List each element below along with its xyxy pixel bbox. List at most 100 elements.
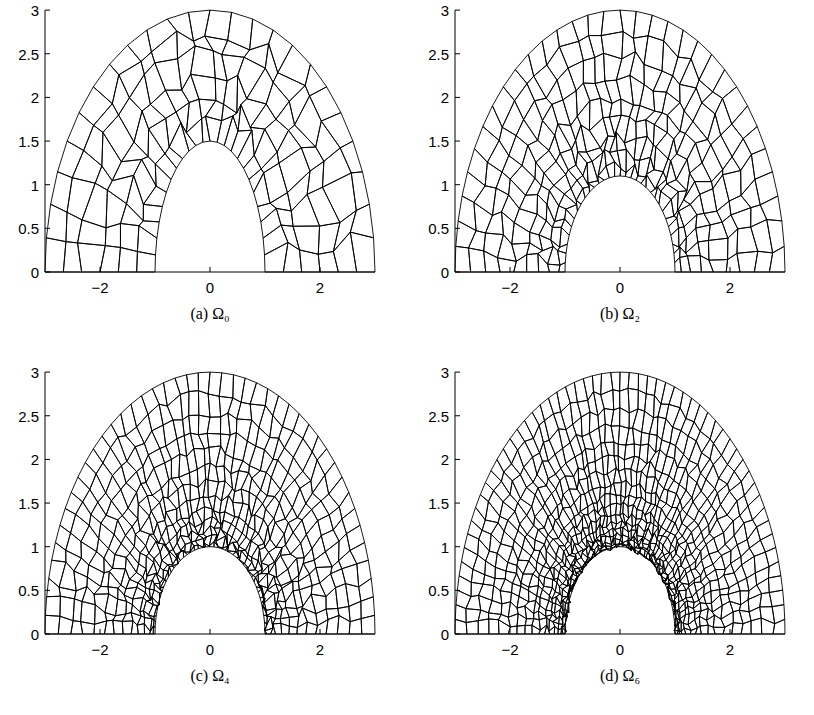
tick [45,10,50,11]
mesh-cell [264,509,274,527]
mesh-cell [701,576,710,586]
mesh-cell [556,555,563,563]
mesh-cell [706,465,719,489]
mesh-cell [700,256,713,272]
mesh-cell [491,523,504,544]
mesh-cell [292,488,305,517]
mesh-cell [164,378,181,406]
mesh-cell [84,125,103,166]
mesh-cell [613,390,620,410]
mesh-cell [605,442,614,456]
mesh-cell [749,540,765,556]
mesh-cell [66,212,82,243]
mesh-cell [657,417,666,440]
mesh-cell [668,139,677,161]
mesh-cell [602,527,609,534]
mesh-cell [525,625,532,634]
mesh-cell [629,485,637,498]
tick [455,141,460,142]
mesh-cell [361,597,375,619]
mesh-cell [455,619,467,634]
mesh-cell [476,495,489,520]
mesh-cell [663,199,674,218]
mesh-cell [696,225,710,242]
mesh-cell [125,557,136,579]
mesh-cell [601,10,623,35]
mesh-cell [118,436,135,462]
mesh-cell [722,215,738,238]
mesh-cell [219,396,233,417]
mesh-cell [291,194,319,226]
mesh-cell [492,188,508,215]
mesh-cell [216,466,225,482]
mesh-cell [121,404,137,436]
mesh-cell [109,568,125,585]
mesh-cell [180,392,189,420]
mesh-cell [144,601,154,615]
mesh-cell [694,576,701,583]
mesh-cell [184,433,193,456]
mesh-cell [769,590,784,607]
mesh-cell [276,208,293,226]
mesh-panel [455,10,785,272]
mesh-cell [517,420,533,441]
mesh-cell [687,502,699,521]
mesh-cell [60,508,76,532]
mesh-cell [217,116,233,146]
mesh-cell [289,125,316,148]
mesh-cell [570,402,581,424]
mesh-cell [271,460,288,489]
mesh-cell [55,525,70,550]
mesh-cell [640,483,646,501]
mesh-cell [321,494,339,515]
mesh-cell [339,534,350,561]
mesh-cell [143,204,162,222]
mesh-cell [566,424,576,442]
mesh-cell [148,404,163,431]
mesh-cell [518,441,533,467]
mesh-cell [94,586,109,594]
mesh-cell [183,484,191,500]
mesh-cell [51,172,73,213]
mesh-cell [650,450,660,470]
mesh-cell [702,92,723,114]
mesh-cell [713,175,729,211]
mesh-cell [119,98,142,142]
mesh-cell [78,220,106,246]
mesh-cell [144,63,165,105]
mesh-cell [142,157,156,186]
mesh-cell [606,516,611,527]
mesh-cell [630,52,644,85]
mesh-cell [273,73,305,102]
mesh-cell [645,394,655,418]
mesh-cell [257,490,268,504]
mesh-cell [753,507,769,527]
mesh-cell [300,481,313,504]
mesh-cell [261,152,279,173]
mesh-cell [285,508,297,523]
tick [210,267,211,272]
mesh-cell [350,232,375,272]
mesh-cell [701,479,715,498]
mesh-cell [709,260,728,272]
mesh-cell [264,163,288,203]
tick [45,459,50,460]
mesh-cell [60,596,75,620]
mesh-cell [672,494,680,508]
mesh-cell [250,104,276,129]
mesh-cell [265,437,279,459]
mesh-cell [289,626,298,634]
mesh-cell [320,574,336,597]
mesh-cell [220,434,230,454]
mesh-cell [713,615,724,627]
mesh-cell [151,31,177,63]
mesh-cell [640,85,655,111]
mesh-cell [701,554,712,569]
mesh-cell [526,482,538,495]
mesh-cell [276,534,286,547]
mesh-cell [210,526,217,535]
mesh-cell [510,429,525,450]
mesh-cell [620,408,630,429]
mesh-cell [720,491,736,515]
mesh-cell [205,36,228,54]
